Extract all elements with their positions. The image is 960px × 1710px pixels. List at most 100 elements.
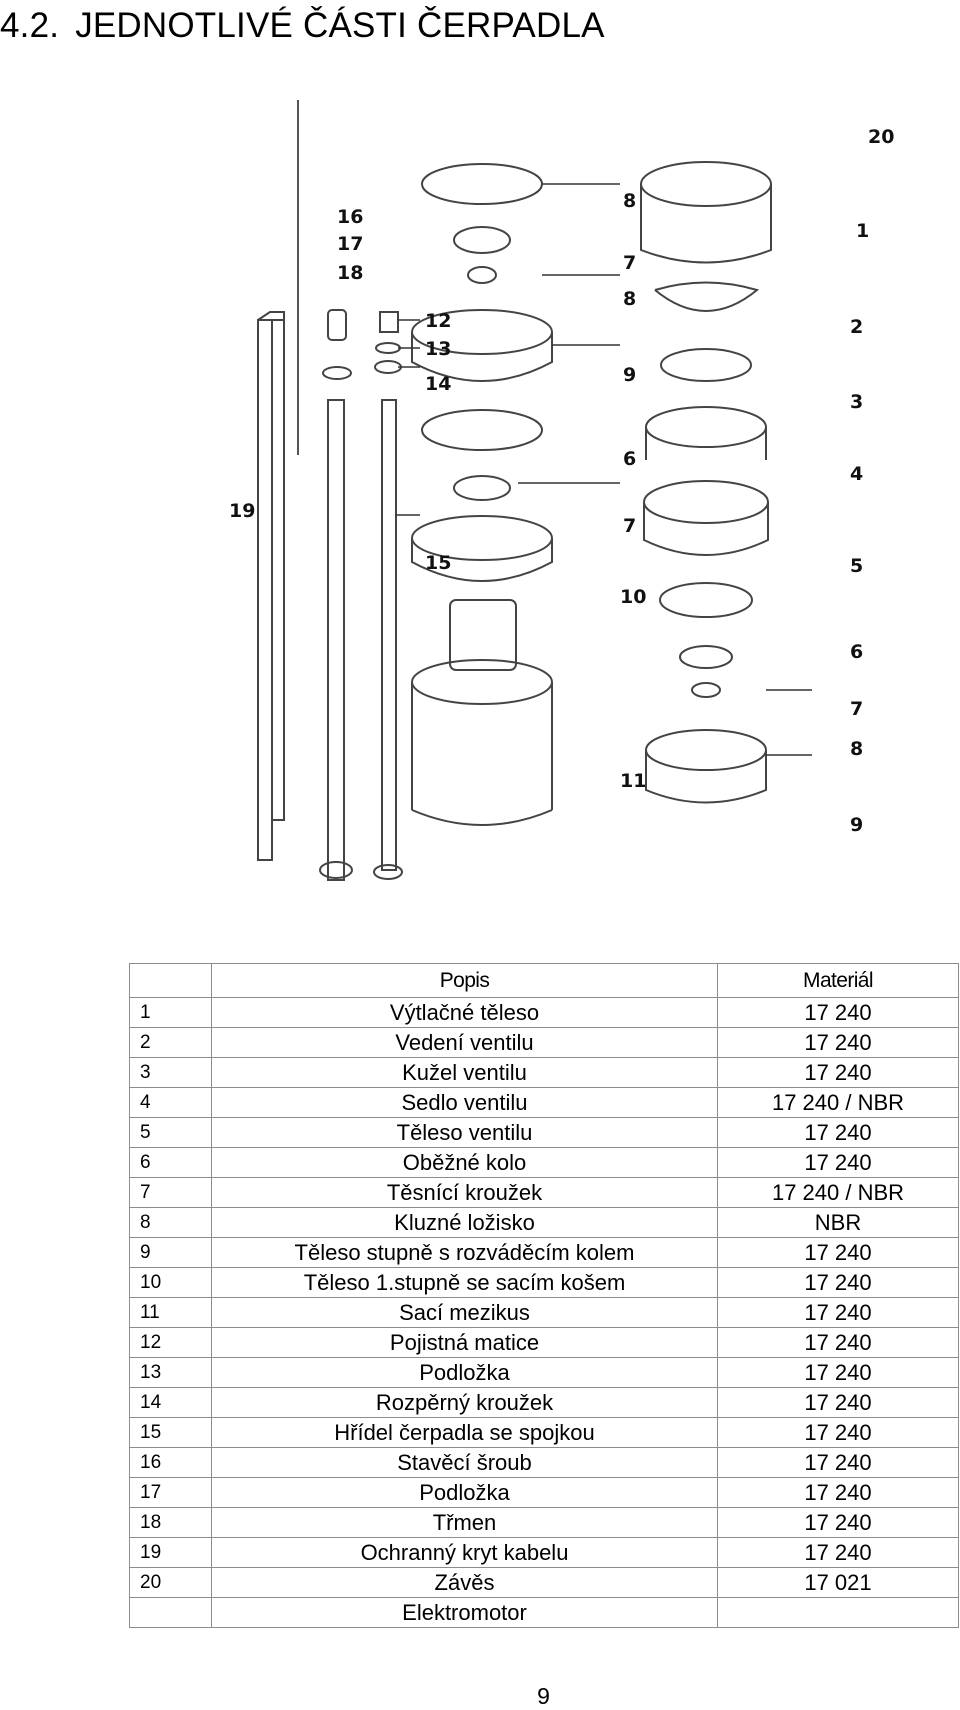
row-number: 3 <box>129 1057 212 1088</box>
row-material: 17 240 <box>717 1357 959 1388</box>
row-material: 17 240 <box>717 1027 959 1058</box>
row-number: 11 <box>129 1297 212 1328</box>
callout-label: 2 <box>850 316 864 338</box>
row-material <box>717 1597 959 1628</box>
row-material: 17 240 / NBR <box>717 1177 959 1208</box>
row-description: Podložka <box>211 1357 718 1388</box>
row-number: 6 <box>129 1147 212 1178</box>
callout-label: 6 <box>850 641 864 663</box>
row-material: 17 240 <box>717 997 959 1028</box>
row-description: Těsnící kroužek <box>211 1177 718 1208</box>
row-description: Kluzné ložisko <box>211 1207 718 1238</box>
header-material: Materiál <box>717 963 959 998</box>
row-material: 17 240 <box>717 1477 959 1508</box>
row-description: Elektromotor <box>211 1597 718 1628</box>
row-material: 17 240 <box>717 1417 959 1448</box>
row-number: 8 <box>129 1207 212 1238</box>
row-description: Rozpěrný kroužek <box>211 1387 718 1418</box>
callout-label: 8 <box>623 288 637 310</box>
row-material: 17 240 <box>717 1537 959 1568</box>
row-description: Výtlačné těleso <box>211 997 718 1028</box>
header-number <box>129 963 212 998</box>
callout-label: 4 <box>850 463 864 485</box>
callout-label: 9 <box>623 364 637 386</box>
callout-label: 17 <box>337 233 364 255</box>
callout-label: 20 <box>868 126 895 148</box>
row-material: 17 021 <box>717 1567 959 1598</box>
row-description: Těleso ventilu <box>211 1117 718 1148</box>
callout-label: 5 <box>850 555 864 577</box>
row-description: Těleso 1.stupně se sacím košem <box>211 1267 718 1298</box>
row-number: 9 <box>129 1237 212 1268</box>
row-description: Třmen <box>211 1507 718 1538</box>
row-description: Sedlo ventilu <box>211 1087 718 1118</box>
callout-label: 10 <box>620 586 647 608</box>
section-heading: 4.2.JEDNOTLIVÉ ČÁSTI ČERPADLA <box>0 6 605 46</box>
callout-label: 7 <box>623 515 637 537</box>
callout-label: 13 <box>425 338 452 360</box>
row-description: Pojistná matice <box>211 1327 718 1358</box>
table-row: Elektromotor <box>129 1597 959 1628</box>
callout-label: 7 <box>850 698 864 720</box>
row-material: 17 240 <box>717 1267 959 1298</box>
row-description: Oběžné kolo <box>211 1147 718 1178</box>
row-material: 17 240 <box>717 1147 959 1178</box>
row-material: 17 240 <box>717 1447 959 1478</box>
row-number: 7 <box>129 1177 212 1208</box>
row-description: Sací mezikus <box>211 1297 718 1328</box>
row-description: Závěs <box>211 1567 718 1598</box>
callout-label: 7 <box>623 252 637 274</box>
row-material: 17 240 <box>717 1057 959 1088</box>
row-number: 10 <box>129 1267 212 1298</box>
row-number: 1 <box>129 997 212 1028</box>
row-material: 17 240 <box>717 1117 959 1148</box>
row-material: 17 240 <box>717 1327 959 1358</box>
center-stack <box>411 163 553 826</box>
callout-label: 15 <box>425 552 452 574</box>
callout-label: 1 <box>856 220 870 242</box>
shaft-part <box>373 311 403 880</box>
callout-label: 19 <box>229 500 256 522</box>
row-number: 5 <box>129 1117 212 1148</box>
row-description: Ochranný kryt kabelu <box>211 1537 718 1568</box>
row-material: 17 240 <box>717 1387 959 1418</box>
callout-label: 8 <box>850 738 864 760</box>
callout-label: 16 <box>337 206 364 228</box>
right-stack <box>640 161 772 804</box>
row-material: 17 240 <box>717 1297 959 1328</box>
row-number: 16 <box>129 1447 212 1478</box>
row-number: 2 <box>129 1027 212 1058</box>
row-material: 17 240 <box>717 1507 959 1538</box>
callout-label: 3 <box>850 391 864 413</box>
pump-exploded-drawing <box>257 100 812 881</box>
row-number: 20 <box>129 1567 212 1598</box>
row-number: 15 <box>129 1417 212 1448</box>
callout-label: 8 <box>623 190 637 212</box>
section-number: 4.2. <box>0 6 60 45</box>
callout-label: 18 <box>337 262 364 284</box>
row-number: 4 <box>129 1087 212 1118</box>
callout-label: 6 <box>623 448 637 470</box>
row-description: Vedení ventilu <box>211 1027 718 1058</box>
callout-label: 11 <box>620 770 647 792</box>
row-number: 14 <box>129 1387 212 1418</box>
row-description: Hřídel čerpadla se spojkou <box>211 1417 718 1448</box>
